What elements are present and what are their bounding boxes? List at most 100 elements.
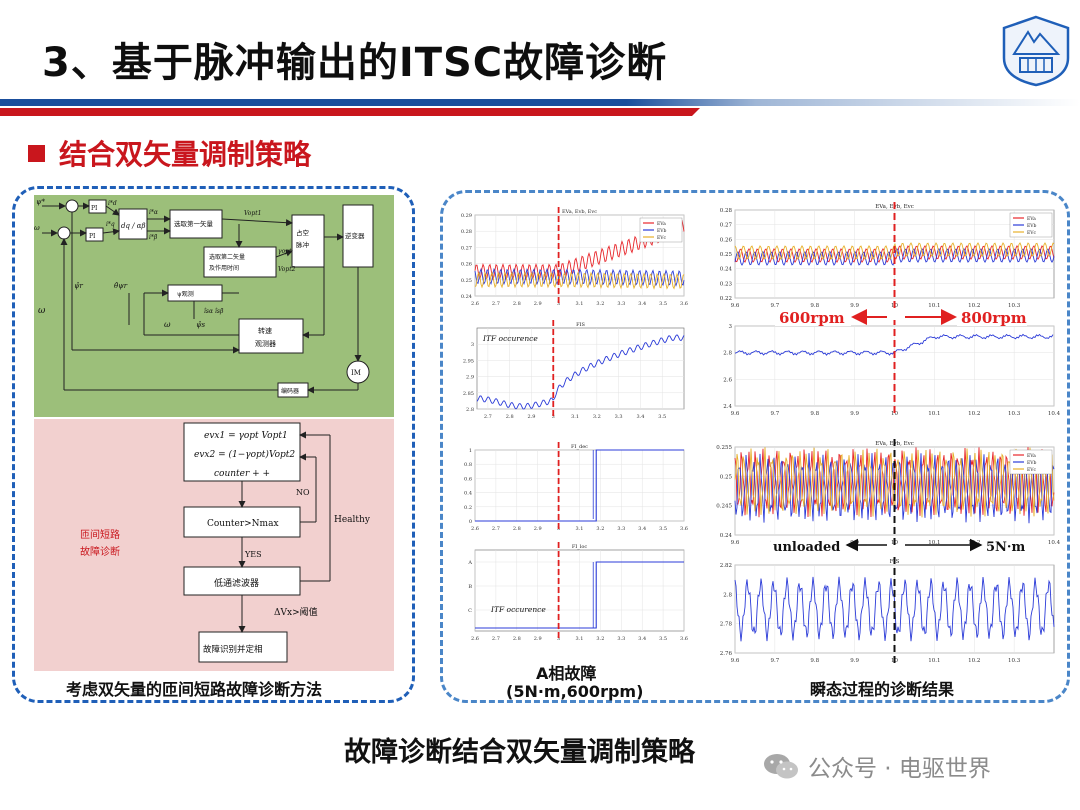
y-tick-label: 2.95 — [463, 358, 474, 364]
x-tick-label: 10.3 — [1008, 411, 1021, 417]
x-tick-label: 3.4 — [636, 414, 644, 420]
x-tick-label: 3.5 — [659, 301, 667, 307]
vopt1-label: Vopt1 — [244, 210, 261, 217]
x-tick-label: 3.3 — [617, 301, 625, 307]
y-tick-label: 2.8 — [723, 351, 732, 357]
x-tick-label: 3.3 — [617, 526, 625, 532]
x-tick-label: 9.7 — [771, 303, 780, 309]
university-seal-icon — [1002, 15, 1070, 87]
y-tick-label: 0.26 — [720, 237, 733, 243]
chart-fis-load: 9.69.79.89.91010.110.210.32.762.782.82.8… — [705, 555, 1060, 667]
inverter-block: 逆变器 — [345, 231, 365, 240]
select-second-vector-block: 选取第二矢量 — [209, 253, 245, 261]
x-tick-label: 3.1 — [576, 636, 584, 642]
input-speed-label: ω — [34, 224, 40, 232]
y-tick-label: 0.27 — [720, 223, 733, 229]
x-tick-label: 2.9 — [534, 636, 542, 642]
gamma-label: γopt — [278, 248, 292, 255]
x-tick-label: 3.5 — [659, 526, 667, 532]
y-tick-label: 0.24 — [720, 267, 733, 273]
motor-icon: IM — [351, 369, 361, 377]
y-tick-label: 0.2 — [464, 505, 472, 511]
legend-entry: EVc — [657, 235, 667, 241]
x-tick-label: 2.7 — [492, 526, 500, 532]
y-tick-label: 0.25 — [720, 252, 733, 258]
series-line-FI_dec — [475, 449, 684, 522]
y-tick-label: 0.6 — [464, 476, 472, 482]
x-tick-label: 2.8 — [513, 636, 521, 642]
speed-change-annotation: 600rpm 800rpm — [775, 308, 1027, 327]
header-band — [0, 99, 1080, 116]
x-tick-label: 9.9 — [850, 658, 859, 664]
x-tick-label: 3.5 — [659, 636, 667, 642]
diagnosis-label-2: 故障诊断 — [80, 545, 120, 558]
speed-observer-block-2: 观测器 — [255, 340, 276, 348]
series-line-FIS — [476, 334, 685, 410]
x-tick-label: 9.9 — [850, 411, 859, 417]
x-tick-label: 2.6 — [471, 526, 479, 532]
x-tick-label: 3.4 — [638, 526, 646, 532]
unloaded-label: unloaded — [773, 540, 840, 555]
pi-block-2: PI — [89, 233, 96, 240]
ibeta-ref-label: i*β — [149, 234, 158, 241]
x-tick-label: 9.8 — [810, 411, 819, 417]
psi-est-label: ψ̂r — [74, 281, 83, 290]
no-label: NO — [296, 488, 310, 497]
y-tick-label: 0.4 — [464, 491, 472, 497]
fault-identify-block: 故障识别并定相 — [203, 644, 263, 655]
x-tick-label: 10.2 — [968, 658, 980, 664]
y-tick-label: 0.245 — [716, 504, 732, 510]
x-tick-label: 3.2 — [596, 301, 604, 307]
x-tick-label: 3.4 — [638, 301, 646, 307]
chart-fi-dec: 2.62.72.82.933.13.23.33.43.53.600.20.40.… — [455, 440, 690, 535]
y-tick-label: 2.8 — [723, 592, 732, 598]
square-bullet-icon — [28, 144, 45, 162]
encoder-block: 编码器 — [281, 387, 299, 395]
x-tick-label: 2.6 — [471, 301, 479, 307]
y-tick-label: 0.23 — [720, 281, 733, 287]
legend-entry: EVa — [657, 221, 666, 227]
x-tick-label: 10.2 — [968, 411, 980, 417]
x-tick-label: 3.6 — [680, 526, 688, 532]
transform-block: dq / αβ — [121, 222, 146, 230]
itf-annotation: ITF occurence — [490, 605, 546, 614]
middle-caption-line2: (5N·m,600rpm) — [506, 682, 644, 701]
x-tick-label: 10.1 — [928, 658, 940, 664]
chart-title: EVa, Evb, Evc — [562, 209, 597, 215]
x-tick-label: 2.7 — [492, 636, 500, 642]
x-tick-label: 2.8 — [506, 414, 514, 420]
x-tick-label: 3 — [552, 414, 555, 420]
y-tick-label: 0.24 — [461, 294, 472, 300]
bottom-title: 故障诊断结合双矢量调制策略 — [344, 737, 695, 768]
healthy-label: Healthy — [334, 515, 371, 525]
y-tick-label: A — [467, 560, 472, 566]
watermark: 公众号 · 电驱世界 — [762, 749, 991, 783]
section-label: 结合双矢量调制策略 — [59, 138, 312, 171]
itf-annotation: ITF occurence — [482, 334, 538, 343]
x-tick-label: 3 — [557, 636, 560, 642]
lowpass-filter-block: 低通滤波器 — [214, 577, 259, 589]
x-tick-label: 10 — [891, 411, 898, 417]
x-tick-label: 9.6 — [731, 411, 740, 417]
x-tick-label: 9.6 — [731, 540, 740, 546]
series-line-EVc — [474, 271, 685, 290]
chart-title: FI_dec — [571, 444, 588, 450]
legend-entry: EVb — [1027, 460, 1037, 466]
watermark-text: 公众号 · 电驱世界 — [808, 756, 991, 782]
x-tick-label: 9.7 — [771, 411, 780, 417]
x-tick-label: 3.2 — [596, 636, 604, 642]
x-tick-label: 10.2 — [968, 303, 980, 309]
x-tick-label: 3.6 — [680, 301, 688, 307]
series-line-EVc — [734, 242, 1055, 261]
x-tick-label: 2.7 — [492, 301, 500, 307]
threshold-label: ΔVx>阈值 — [274, 606, 318, 618]
feedback-speed-label: ω — [38, 306, 46, 316]
x-tick-label: 9.6 — [731, 303, 740, 309]
equation-1: evx1 = γopt Vopt1 — [204, 431, 288, 441]
middle-caption-line1: A相故障 — [536, 664, 597, 683]
x-tick-label: 3.2 — [596, 526, 604, 532]
x-tick-label: 3.1 — [571, 414, 579, 420]
